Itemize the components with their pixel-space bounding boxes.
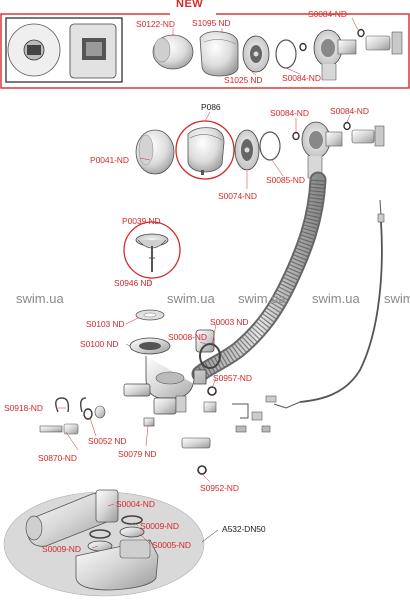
part-s0079-nut [143, 417, 155, 427]
label-s0079: S0079 ND [118, 449, 157, 459]
part-s0052-washer [83, 405, 106, 420]
label-s0052: S0052 ND [88, 436, 127, 446]
part-s0084-ring-top2 [357, 28, 365, 38]
inset-photo [5, 17, 123, 83]
part-s0008-nut [195, 329, 215, 353]
label-p086: P086 [201, 102, 221, 112]
label-s0084-mid: S0084-ND [270, 108, 309, 118]
part-p086-handle [175, 120, 235, 180]
part-s0918-clip [55, 397, 87, 413]
part-s0103-gasket [135, 309, 165, 321]
label-s0918: S0918-ND [4, 403, 43, 413]
part-s0957-ring [207, 386, 217, 396]
watermark-1: swim.ua [16, 291, 64, 306]
part-s0084-ring-mid2 [343, 121, 351, 131]
part-overflow-housing-mid [301, 121, 343, 179]
label-s0084-top: S0084-ND [308, 9, 347, 19]
leaders-bottom [91, 503, 219, 549]
new-badge: NEW [176, 0, 204, 10]
label-s0005: S0005-ND [152, 540, 191, 550]
label-s0870: S0870-ND [38, 453, 77, 463]
part-s1095-handle [199, 31, 239, 77]
leaders-lower [58, 278, 217, 483]
label-s0004: S0004-ND [116, 499, 155, 509]
part-connector-top [365, 31, 403, 55]
label-s0957: S0957-ND [213, 373, 252, 383]
label-s0122: S0122-ND [136, 19, 175, 29]
label-s0946: S0946 ND [114, 278, 153, 288]
label-s1025: S1025 ND [224, 75, 263, 85]
label-s0084-top2: S0084-ND [282, 73, 321, 83]
part-connector-mid [351, 125, 385, 147]
label-s0085: S0085-ND [266, 175, 305, 185]
label-s0100: S0100 ND [80, 339, 119, 349]
part-s0122-cap [152, 34, 194, 70]
part-elbow-connectors [175, 395, 271, 433]
part-s0003-ring [199, 343, 221, 369]
label-s1095: S1095 ND [192, 18, 231, 28]
new-parts-frame [0, 9, 410, 89]
label-s0952: S0952-ND [200, 483, 239, 493]
label-s0009-b: S0009-ND [42, 544, 81, 554]
watermark-4: swim.ua [312, 291, 360, 306]
bowden-cable [265, 199, 385, 409]
part-drain-body [123, 356, 207, 415]
part-overflow-housing-top [313, 29, 357, 81]
watermark-5: swim.ua [384, 291, 410, 306]
part-gasket-mid [259, 131, 281, 161]
watermark-2: swim.ua [167, 291, 215, 306]
part-s0084-ring-mid [292, 131, 300, 141]
label-p0041: P0041-ND [90, 155, 129, 165]
part-s0074-disk [234, 129, 260, 171]
label-a532: A532-DN50 [222, 524, 266, 534]
bottom-assembly [3, 489, 205, 597]
label-s0084-mid2: S0084-ND [330, 106, 369, 116]
part-s1025-disk [242, 35, 270, 73]
part-p0041-cap [135, 129, 175, 175]
part-gasket-top [275, 39, 297, 69]
part-s0084-ring-top [299, 42, 307, 52]
part-s0952-fitting [181, 437, 211, 475]
part-p0039-plug [123, 221, 181, 279]
leaders-mid [139, 111, 351, 189]
leaders-top [172, 17, 359, 76]
watermark-3: swim.ua [238, 291, 286, 306]
label-s0074: S0074-ND [218, 191, 257, 201]
label-p0039: P0039 ND [122, 216, 161, 226]
label-s0003: S0003 ND [210, 317, 249, 327]
part-s0100-flange [129, 337, 171, 355]
label-s0103: S0103 ND [86, 319, 125, 329]
label-s0009-a: S0009-ND [140, 521, 179, 531]
flexible-hose [191, 171, 327, 383]
label-s0008: S0008-ND [168, 332, 207, 342]
part-s0870-screw [39, 423, 79, 435]
